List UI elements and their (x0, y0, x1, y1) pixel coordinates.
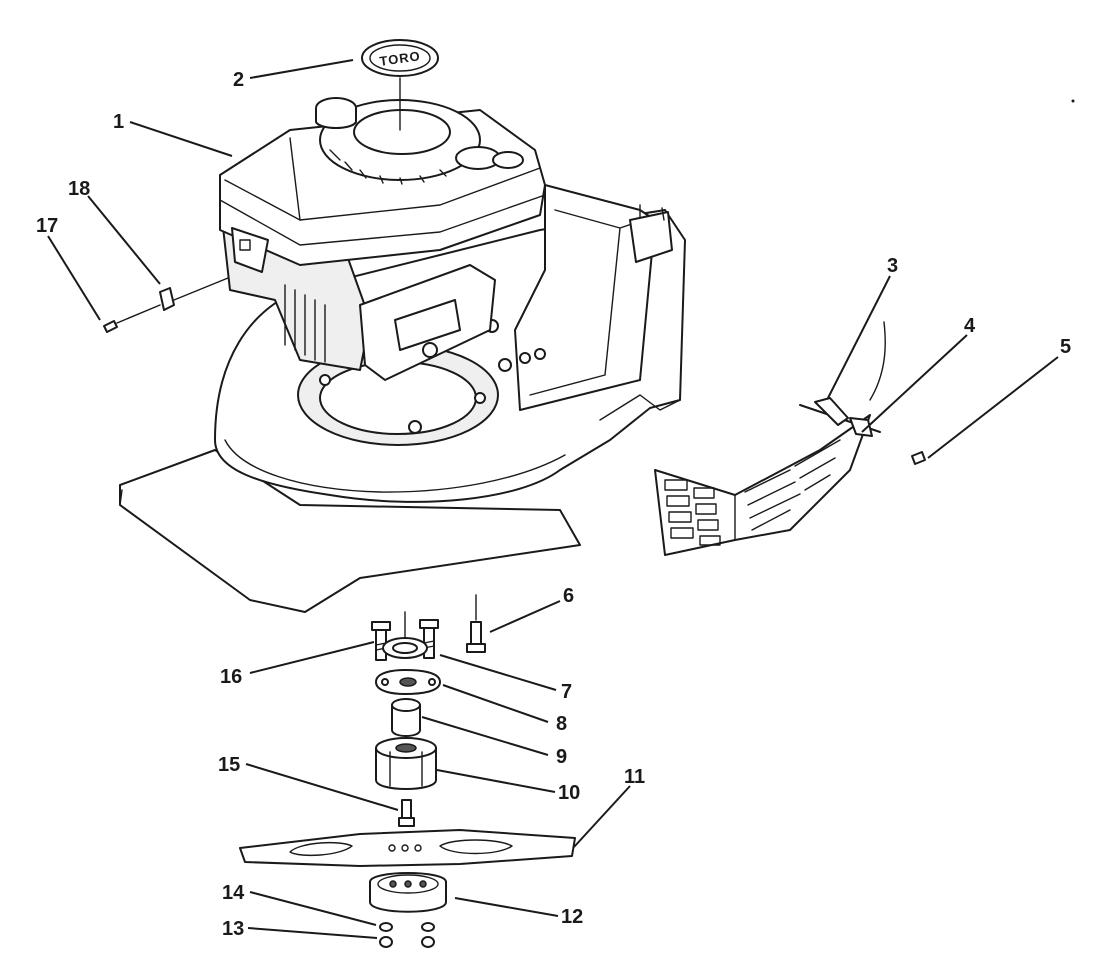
leader-3 (827, 275, 891, 399)
leader-8 (442, 684, 549, 723)
callout-2: 2 (233, 69, 244, 91)
callout-15: 15 (218, 754, 240, 776)
leader-10 (436, 769, 556, 793)
leader-lines (47, 59, 1059, 939)
callout-16: 16 (220, 666, 242, 688)
callout-9: 9 (556, 746, 567, 768)
leader-7 (439, 654, 557, 691)
callout-6: 6 (563, 585, 574, 607)
callout-4: 4 (964, 315, 976, 337)
callout-5: 5 (1060, 336, 1071, 358)
callout-18: 18 (68, 178, 90, 200)
blade-hardware-stack (239, 594, 576, 948)
leader-17 (47, 235, 101, 321)
callout-10: 10 (558, 782, 580, 804)
mower-deck (119, 184, 686, 613)
callout-11: 11 (624, 766, 645, 788)
grass-deflector (654, 321, 926, 556)
callout-labels: 1 2 3 4 5 6 7 8 9 10 11 12 13 14 15 16 1… (36, 69, 1071, 940)
leader-14 (249, 891, 377, 926)
leader-13 (247, 927, 378, 939)
leader-1 (129, 121, 233, 157)
clip-and-screw-parts (103, 277, 229, 333)
leader-12 (454, 897, 559, 917)
callout-7: 7 (561, 681, 572, 703)
leader-5 (927, 356, 1059, 459)
callout-14: 14 (222, 882, 245, 904)
callout-17: 17 (36, 215, 58, 237)
leader-16 (249, 641, 375, 674)
engine (219, 97, 546, 381)
leader-11 (573, 785, 631, 848)
callout-12: 12 (561, 906, 583, 928)
logo-text: TORO (379, 48, 422, 69)
decal-part: TORO (361, 39, 439, 131)
stray-dot (1071, 99, 1075, 103)
callout-13: 13 (222, 918, 244, 940)
leader-6 (489, 600, 561, 633)
leader-9 (421, 716, 549, 756)
callout-1: 1 (113, 111, 124, 133)
leader-18 (87, 195, 161, 285)
callout-3: 3 (887, 255, 898, 277)
leader-15 (245, 763, 399, 811)
callout-8: 8 (556, 713, 567, 735)
leader-2 (249, 59, 354, 79)
leader-4 (861, 334, 968, 433)
